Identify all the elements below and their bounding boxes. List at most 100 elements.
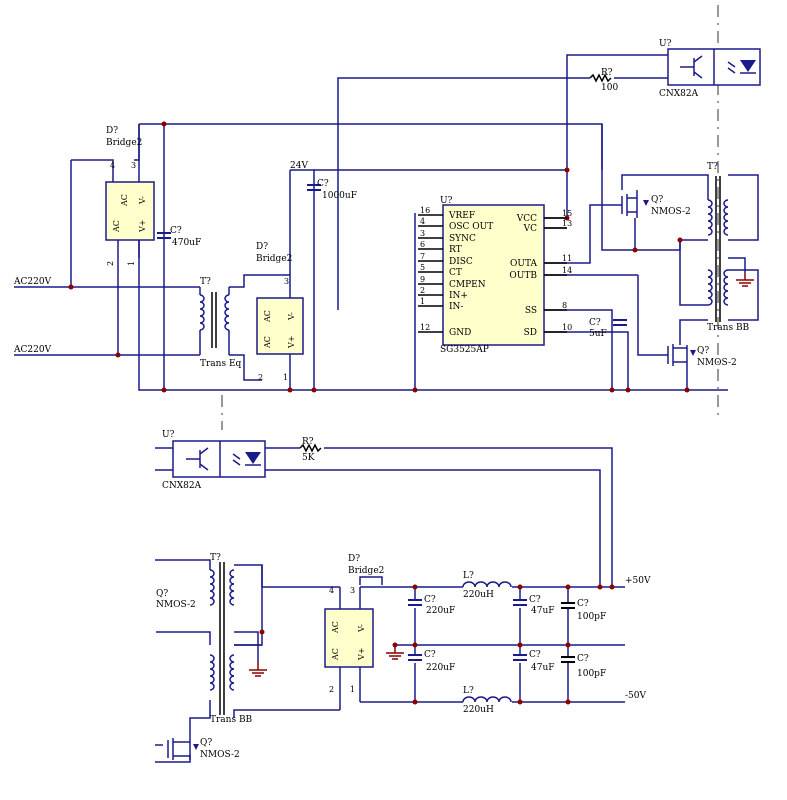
ic-pin-name: SYNC bbox=[449, 234, 476, 244]
junctions-top bbox=[68, 121, 690, 393]
out-cap-ref: C? bbox=[577, 654, 589, 664]
out-cap-value: 47uF bbox=[531, 606, 555, 616]
ic-pin-name: OUTA bbox=[510, 259, 537, 269]
ic-pin-name: RT bbox=[449, 245, 462, 255]
ic-pin-number: 5 bbox=[420, 263, 425, 272]
bridge-label: V+ bbox=[357, 648, 366, 661]
bridge-label: V+ bbox=[138, 220, 147, 233]
ground-icon bbox=[385, 644, 405, 660]
opto-bottom-ref: U? bbox=[162, 430, 175, 440]
inductor-pos: L? 220uH bbox=[462, 571, 512, 600]
bridge-out-part: Bridge2 bbox=[348, 566, 384, 576]
bridge-label: AC bbox=[263, 310, 272, 323]
out-cap-1: C? 220uF bbox=[408, 595, 455, 616]
r-bottom-ref: R? bbox=[302, 437, 314, 447]
transformer-eq: T? Trans Eq bbox=[199, 277, 242, 369]
pin-label: 1 bbox=[283, 373, 288, 382]
cap-main: C? 470uF bbox=[157, 226, 201, 248]
q-top-2-ref: Q? bbox=[697, 346, 709, 356]
out-cap-value: 100pF bbox=[577, 669, 606, 679]
ic-pin-number: 7 bbox=[420, 252, 425, 261]
bridge-aux-ref: D? bbox=[256, 242, 268, 252]
ic-pin-number: 12 bbox=[420, 323, 430, 332]
ic-part: SG3525AP bbox=[440, 345, 489, 355]
out-cap-value: 220uF bbox=[426, 606, 455, 616]
ic-pin-name: OSC OUT bbox=[449, 222, 493, 232]
ic-pin-number: 13 bbox=[562, 219, 572, 228]
ic-ref: U? bbox=[440, 196, 453, 206]
optocoupler-top: U? CNX82A bbox=[659, 39, 761, 99]
bridge-main: D? Bridge2 4 3 2 1 AC AC V+ V- bbox=[105, 126, 155, 266]
ic-pin-name: SD bbox=[524, 328, 537, 338]
out-cap-5: C? 47uF bbox=[513, 650, 555, 673]
cap-ss-value: 5uF bbox=[589, 329, 607, 339]
out-cap-value: 100pF bbox=[577, 612, 606, 622]
pin-label: 4 bbox=[110, 161, 115, 170]
bridge-out-ref: D? bbox=[348, 554, 360, 564]
transformer-bb-bottom: T? Trans BB bbox=[209, 553, 253, 725]
cap-aux-value: 1000uF bbox=[322, 191, 357, 201]
ic-pin-name: DISC bbox=[449, 257, 473, 267]
optocoupler-bottom: U? CNX82A bbox=[162, 430, 266, 491]
out-cap-ref: C? bbox=[424, 650, 436, 660]
inductor-neg: L? 220uH bbox=[462, 686, 512, 715]
out-cap-ref: C? bbox=[577, 599, 589, 609]
rail-24v: 24V bbox=[290, 161, 308, 171]
bridge-label: AC bbox=[112, 220, 121, 233]
q-bot-1-ref: Q? bbox=[156, 589, 168, 599]
out-cap-ref: C? bbox=[529, 650, 541, 660]
ac-input-label-1: AC220V bbox=[13, 277, 52, 287]
ac-input-label-2: AC220V bbox=[13, 345, 52, 355]
pin-label: 2 bbox=[329, 685, 334, 694]
bridge-label: V- bbox=[138, 196, 147, 205]
ic-pin-name: VC bbox=[523, 224, 537, 234]
cap-ss-ref: C? bbox=[589, 318, 601, 328]
ic-pin-name: GND bbox=[449, 328, 471, 338]
ic-pin-number: 8 bbox=[562, 301, 567, 310]
cap-aux-ref: C? bbox=[317, 179, 329, 189]
bridge-output: D? Bridge2 4 3 2 1 AC AC V+ V- bbox=[324, 554, 384, 694]
pin-label: 2 bbox=[258, 373, 263, 382]
pin-label: 1 bbox=[127, 261, 136, 266]
ic-pin-number: 6 bbox=[420, 240, 425, 249]
rail-pos-label: +50V bbox=[625, 576, 651, 586]
ground-icon bbox=[248, 661, 268, 677]
pin-label: 4 bbox=[329, 586, 334, 595]
q-bot-2-ref: Q? bbox=[200, 738, 212, 748]
ic-pin-name: VREF bbox=[448, 211, 475, 221]
q-top-1-ref: Q? bbox=[651, 195, 663, 205]
mosfet-top-1: Q? NMOS-2 bbox=[621, 190, 691, 218]
bridge-label: AC bbox=[120, 194, 129, 207]
ic-pin-number: 16 bbox=[420, 206, 430, 215]
ic-pin-number: 11 bbox=[562, 254, 572, 263]
trans-bb-top-part: Trans BB bbox=[707, 323, 750, 333]
resistor-top: R? 100 bbox=[589, 68, 618, 93]
ic-pin-name: IN- bbox=[449, 302, 463, 312]
inductor-value: 220uH bbox=[463, 705, 494, 715]
trans-bb-bottom-part: Trans BB bbox=[210, 715, 253, 725]
pin-label: 3 bbox=[131, 161, 136, 170]
bridge-main-part: Bridge2 bbox=[106, 138, 142, 148]
ic-pin-number: 3 bbox=[420, 229, 425, 238]
ic-pin-name: SS bbox=[525, 306, 537, 316]
ic-pin-number: 14 bbox=[562, 266, 572, 275]
ic-pin-name: CMPEN bbox=[449, 280, 486, 290]
ic-pin-name: VCC bbox=[516, 214, 537, 224]
junctions-bottom bbox=[259, 584, 615, 705]
trans-bb-top-ref: T? bbox=[707, 162, 718, 172]
transformer-bb-top: T? Trans BB bbox=[707, 162, 750, 333]
q-bot-1-part: NMOS-2 bbox=[156, 600, 196, 610]
mosfet-bottom-2: Q? NMOS-2 bbox=[167, 738, 240, 760]
out-cap-4: C? 220uF bbox=[408, 650, 455, 673]
bridge-label: V- bbox=[357, 624, 366, 633]
ic-pin-number: 2 bbox=[420, 286, 425, 295]
out-cap-6: C? 100pF bbox=[561, 654, 606, 679]
out-cap-3: C? 100pF bbox=[561, 599, 606, 622]
cap-ss: C? 5uF bbox=[589, 318, 627, 339]
ic-pin-number: 10 bbox=[562, 323, 572, 332]
out-cap-value: 47uF bbox=[531, 663, 555, 673]
out-cap-ref: C? bbox=[424, 595, 436, 605]
bridge-label: AC bbox=[263, 336, 272, 349]
